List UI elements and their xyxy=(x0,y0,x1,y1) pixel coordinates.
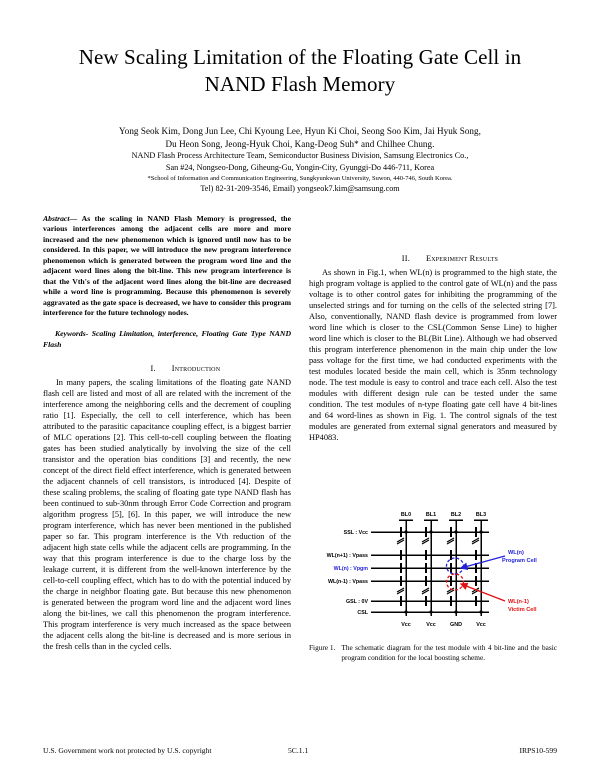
victim-cell-arrow xyxy=(459,582,506,602)
page-title: New Scaling Limitation of the Floating G… xyxy=(78,45,522,97)
abstract-paragraph: Abstract— As the scaling in NAND Flash M… xyxy=(43,214,291,318)
nand-schematic-diagram: BL0 BL1 BL2 BL3 SSL : Vcc WL(n+1) : Vpas… xyxy=(327,512,538,628)
author-line-1: Yong Seok Kim, Dong Jun Lee, Chi Kyoung … xyxy=(119,125,481,136)
program-cell-arrow xyxy=(459,555,506,571)
bitline-label-1: BL1 xyxy=(426,512,436,518)
intro-paragraph-1: In many papers, the scaling limitations … xyxy=(43,378,291,651)
bottom-voltage-3: Vcc xyxy=(476,622,486,628)
author-line-2: Du Heon Song, Jeong-Hyuk Choi, Kang-Deog… xyxy=(165,138,435,149)
bottom-voltage-2: GND xyxy=(450,622,462,628)
program-cell-highlight xyxy=(445,557,465,575)
keywords-paragraph: Keywords- Scaling Limitation, interferen… xyxy=(43,329,291,349)
bottom-voltage-1: Vcc xyxy=(426,622,436,628)
annotation-victim-line1: WL(n-1) xyxy=(508,599,529,605)
bottom-voltage-0: Vcc xyxy=(401,622,411,628)
section-name-experiment: Experiment Results xyxy=(425,254,499,263)
section-heading-experiment: II. Experiment Results xyxy=(309,254,557,263)
section-name-intro: Introduction xyxy=(171,364,221,374)
affiliation-line-3: *School of Information and Communication… xyxy=(147,174,453,182)
victim-cell-highlight xyxy=(445,573,465,591)
section-number-intro: I. xyxy=(150,364,156,374)
abstract-text: As the scaling in NAND Flash Memory is p… xyxy=(43,214,291,317)
left-column: Abstract— As the scaling in NAND Flash M… xyxy=(43,214,291,724)
footer-copyright: U.S. Government work not protected by U.… xyxy=(43,746,212,755)
row-label-csl: CSL xyxy=(357,610,368,616)
figure-caption: Figure 1. The schematic diagram for the … xyxy=(309,643,557,663)
section-number-experiment: II. xyxy=(401,254,410,263)
body-columns: Abstract— As the scaling in NAND Flash M… xyxy=(43,214,557,724)
bitline-label-0: BL0 xyxy=(401,512,411,518)
figure-1: BL0 BL1 BL2 BL3 SSL : Vcc WL(n+1) : Vpas… xyxy=(309,506,557,663)
bitline-label-2: BL2 xyxy=(451,512,461,518)
title-block: New Scaling Limitation of the Floating G… xyxy=(0,0,600,99)
abstract-lead-label: Abstract— xyxy=(43,214,82,223)
experiment-paragraph-1: As shown in Fig.1, when WL(n) is program… xyxy=(309,268,557,442)
affiliation-line-2: San #24, Nongseo-Dong, Giheung-Gu, Yongi… xyxy=(165,163,435,173)
row-label-ssl: SSL : Vcc xyxy=(344,530,368,536)
contact-line: Tel) 82-31-209-3546, Email) yongseok7.ki… xyxy=(200,184,400,194)
annotation-program-line1: WL(n) xyxy=(508,550,524,556)
section-heading-introduction: I. Introduction xyxy=(43,364,291,373)
figure-caption-label: Figure 1. xyxy=(309,643,336,652)
row-label-wl-n-minus-1: WL(n-1) : Vpass xyxy=(328,579,368,585)
row-label-gsl: GSL : 0V xyxy=(346,599,368,605)
bitline-label-3: BL3 xyxy=(476,512,486,518)
annotation-victim-line2: Victim Cell xyxy=(508,607,537,613)
annotation-program-line2: Program Cell xyxy=(502,558,537,564)
page-footer: U.S. Government work not protected by U.… xyxy=(43,746,557,758)
author-block: Yong Seok Kim, Dong Jun Lee, Chi Kyoung … xyxy=(0,125,600,195)
row-label-wl-n: WL(n) : Vpgm xyxy=(334,566,369,572)
figure-caption-text: The schematic diagram for the test modul… xyxy=(341,643,557,663)
footer-page-number: 5C.1.1 xyxy=(288,746,309,755)
right-column: II. Experiment Results As shown in Fig.1,… xyxy=(309,214,557,724)
row-label-wl-n-plus-1: WL(n+1) : Vpass xyxy=(327,553,368,559)
footer-conference-id: IRPS10-599 xyxy=(519,746,557,755)
affiliation-line-1: NAND Flash Process Architecture Team, Se… xyxy=(131,151,469,161)
